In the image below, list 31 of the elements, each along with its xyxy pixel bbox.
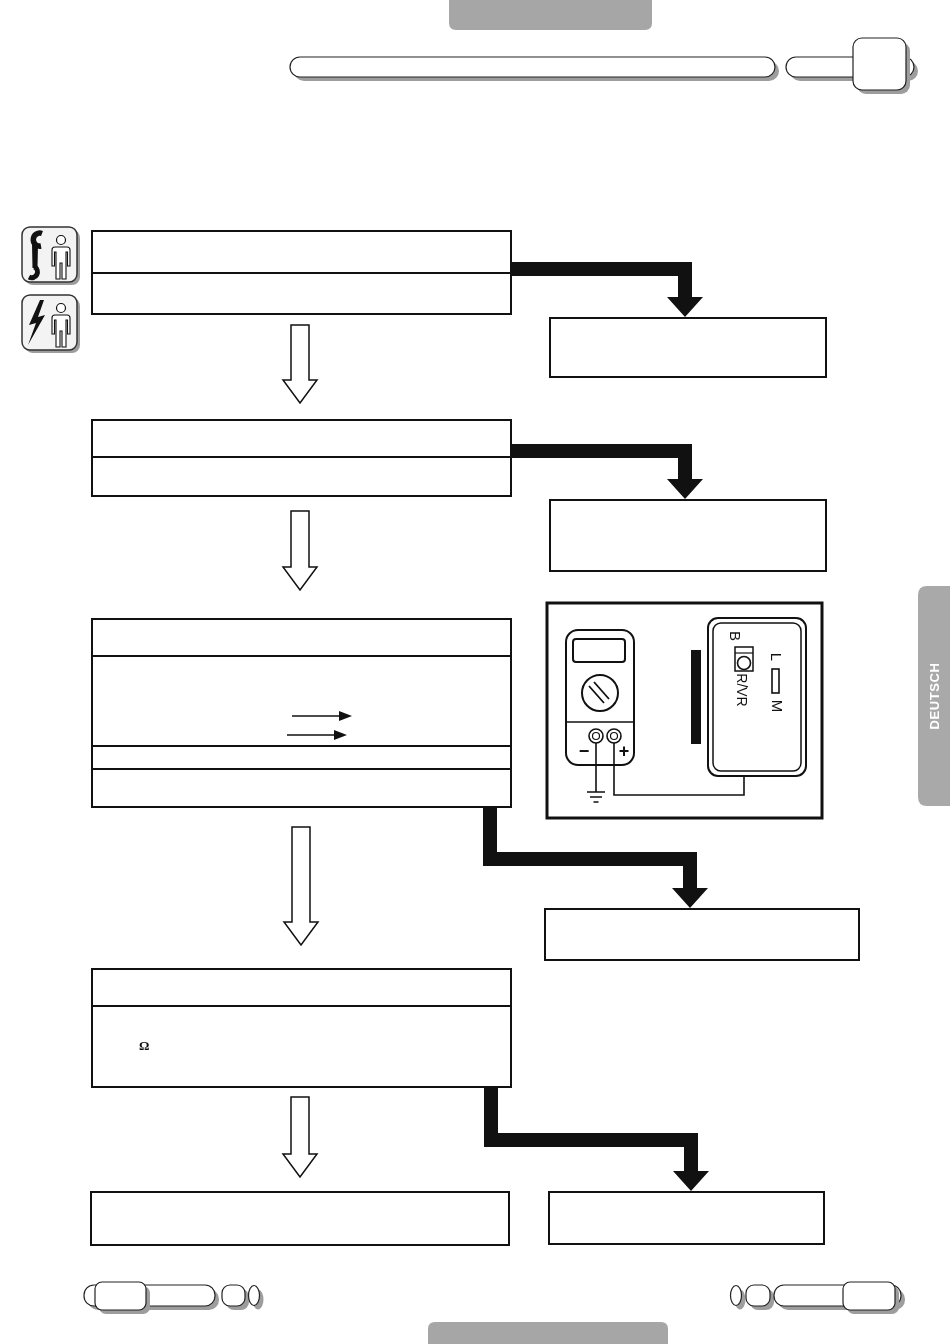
process-box <box>91 1005 512 1088</box>
result-box <box>549 317 827 378</box>
block-arrow <box>282 826 320 947</box>
process-box <box>91 655 512 747</box>
terminal-label: M <box>768 699 786 713</box>
process-box <box>91 272 512 315</box>
unit-symbol: Ω <box>139 1037 150 1054</box>
polarity-sign: + <box>618 740 630 762</box>
terminal-label: R/VR <box>734 673 750 707</box>
block-arrow <box>281 1096 319 1179</box>
block-arrow <box>281 510 319 592</box>
block-arrow <box>281 324 319 405</box>
elbow-arrow <box>484 1088 709 1191</box>
elbow-arrow <box>512 444 703 499</box>
process-box <box>91 968 512 1007</box>
result-box <box>544 908 860 961</box>
terminal-label: L <box>767 652 785 662</box>
terminal-label: B <box>726 631 744 641</box>
polarity-sign: − <box>578 740 590 762</box>
language-tab-label: DEUTSCH <box>926 662 942 730</box>
process-box <box>90 1191 510 1246</box>
process-box <box>91 745 512 770</box>
result-box <box>548 1191 825 1245</box>
elbow-arrow <box>483 808 708 908</box>
process-box <box>91 456 512 497</box>
process-box <box>91 618 512 657</box>
elbow-arrow <box>512 262 703 317</box>
process-box <box>91 419 512 458</box>
process-box <box>91 230 512 274</box>
result-box <box>549 499 827 572</box>
process-box <box>91 768 512 808</box>
